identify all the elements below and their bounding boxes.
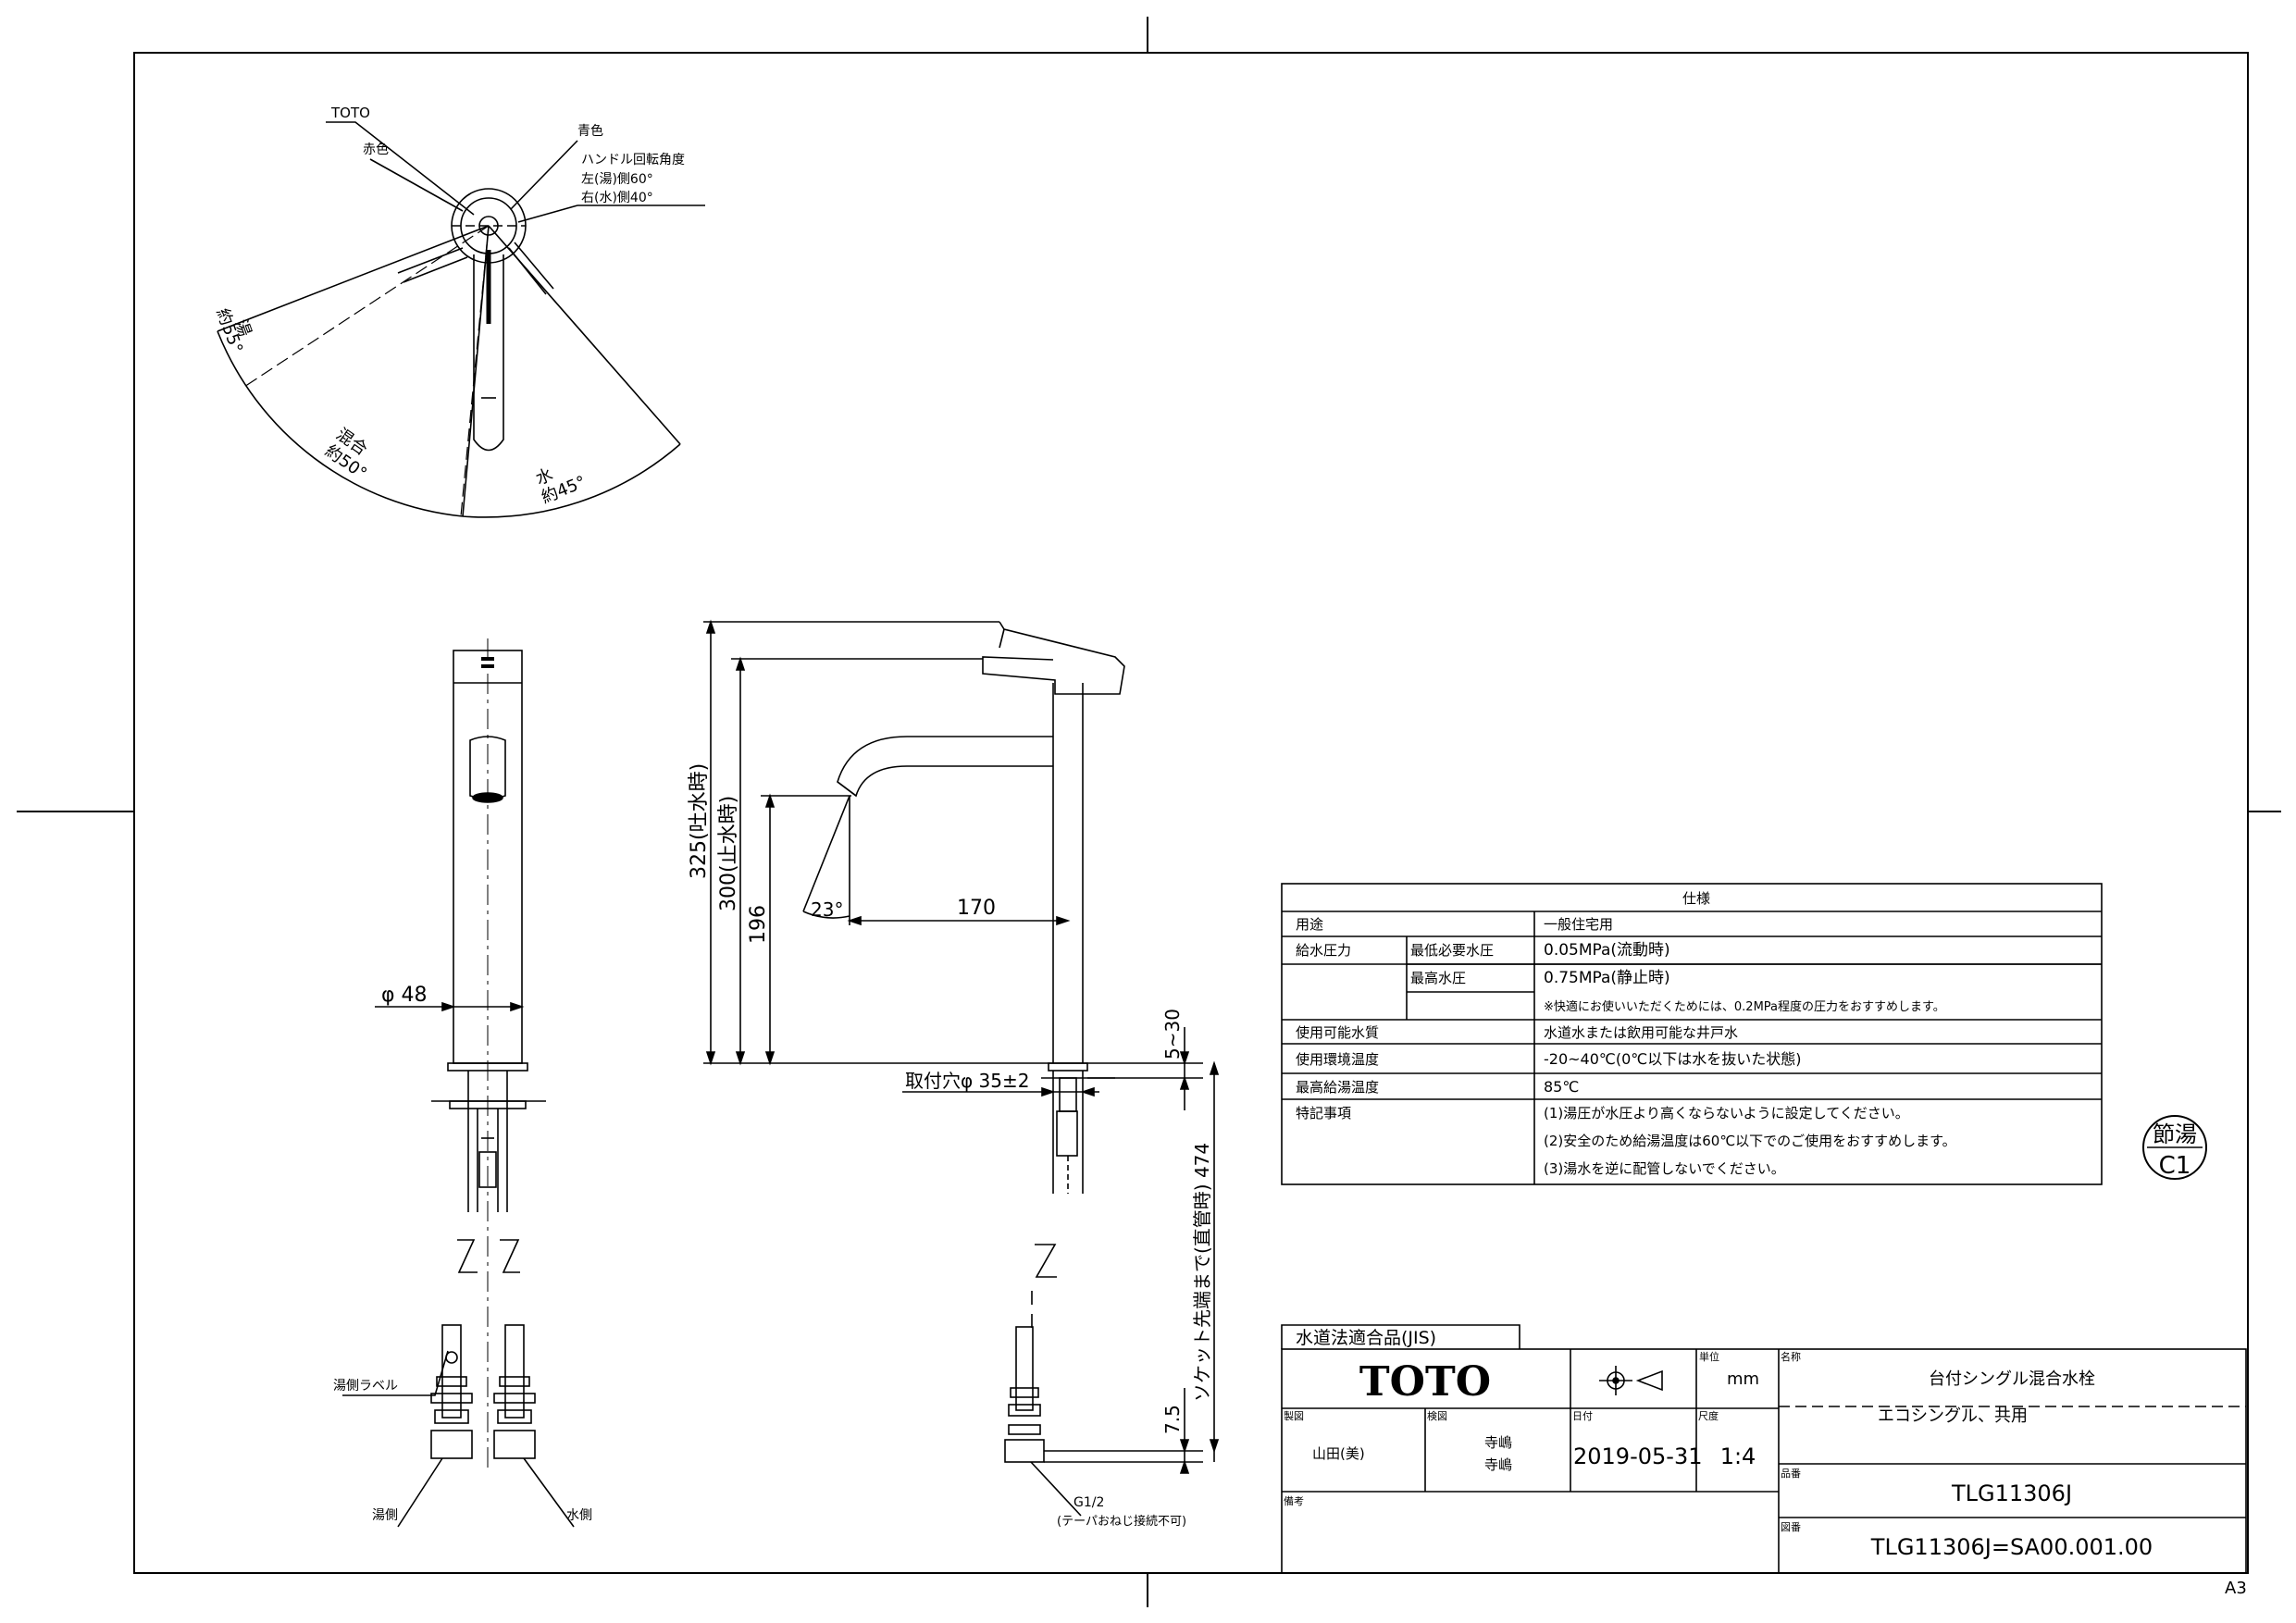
diameter-48-label: φ 48 [381, 984, 428, 1007]
spec-row-4-value: 水道水または飲用可能な井戸水 [1544, 1024, 1738, 1041]
checker-1: 寺嶋 [1484, 1434, 1512, 1451]
hot-label-tag: 湯側ラベル [333, 1378, 398, 1394]
dim-23-label: 23° [811, 898, 843, 921]
blue-label: 青色 [577, 123, 603, 139]
spec-title: 仕様 [1682, 890, 1710, 907]
model-label: 品番 [1781, 1468, 1801, 1480]
thread-label: G1/2 [1074, 1495, 1104, 1510]
scale-label: 尺度 [1698, 1409, 1719, 1422]
cold-side-label: 水側 [566, 1508, 592, 1523]
spec-row-1-label: 給水圧力 [1296, 942, 1351, 959]
spec-row-1-sub: 最低必要水圧 [1410, 942, 1494, 959]
dim-170-label: 170 [957, 897, 996, 920]
checker-label: 検図 [1427, 1409, 1447, 1422]
spec-row-2-sub: 最高水圧 [1410, 970, 1466, 986]
badge-top: 節湯 [2153, 1121, 2197, 1147]
dim-300-label: 300(止水時) [717, 796, 740, 911]
dim-196-label: 196 [747, 905, 770, 944]
top-view [217, 121, 705, 518]
dim-325-label: 325(吐水時) [688, 763, 711, 879]
mounting-hole-label: 取付穴φ 35±2 [905, 1070, 1029, 1092]
drawing-number: TLG11306J=SA00.001.00 [1870, 1534, 2153, 1560]
note-label: 備考 [1284, 1495, 1304, 1507]
hot-side-label: 湯側 [372, 1507, 398, 1523]
title-block [1281, 1324, 2247, 1574]
drawing-label: 図番 [1781, 1521, 1801, 1533]
scale-value: 1:4 [1720, 1443, 1756, 1469]
unit-label: 単位 [1699, 1350, 1719, 1363]
date-label: 日付 [1572, 1410, 1593, 1422]
spec-row-5-value: -20~40℃(0℃以下は水を抜いた状態) [1544, 1050, 1802, 1068]
handle-angle-title: ハンドル回転角度 [581, 153, 685, 167]
spec-row-5-label: 使用環境温度 [1296, 1051, 1379, 1068]
badge-bottom: C1 [2159, 1152, 2191, 1180]
name-label: 名称 [1781, 1350, 1801, 1363]
sheet-border [17, 17, 2281, 1607]
spec-table-text: 仕様 用途 一般住宅用 給水圧力 最低必要水圧 0.05MPa(流動時) 最高水… [1296, 890, 1956, 1177]
side-view-labels: 325(吐水時) 300(止水時) 196 23° 170 5~30 取付穴φ … [688, 763, 1213, 1529]
spec-row-2-value: 0.75MPa(静止時) [1544, 969, 1670, 987]
designer-name: 山田(美) [1312, 1445, 1365, 1462]
dim-7-5-label: 7.5 [1161, 1405, 1184, 1434]
socket-length-label: ソケット先端まで(直管時) 474 [1191, 1143, 1213, 1402]
spec-row-7-label: 特記事項 [1296, 1105, 1351, 1121]
spec-row-0-value: 一般住宅用 [1544, 916, 1613, 933]
date-value: 2019-05-31 [1573, 1443, 1702, 1469]
top-brand-label: TOTO [330, 105, 370, 121]
title-block-text: 水道法適合品(JIS) TOTO 単位 mm 名称 台付シングル混合水栓 エコシ… [1284, 1328, 2153, 1560]
spec-table [1281, 883, 2103, 1185]
spec-row-4-label: 使用可能水質 [1296, 1024, 1379, 1041]
side-view [703, 619, 1220, 1517]
checker-2: 寺嶋 [1484, 1456, 1512, 1473]
unit-value: mm [1727, 1369, 1759, 1389]
thread-note: (テーパおねじ接続不可) [1057, 1514, 1186, 1529]
sheet-size: A3 [2225, 1579, 2247, 1598]
front-view [342, 638, 575, 1528]
spec-row-1-value: 0.05MPa(流動時) [1544, 941, 1670, 960]
spec-row-6-value: 85℃ [1544, 1078, 1579, 1096]
designer-label: 製図 [1284, 1409, 1304, 1422]
toto-logo: TOTO [1359, 1358, 1491, 1406]
spec-row-9-value: (3)湯水を逆に配管しないでください。 [1544, 1160, 1785, 1177]
dim-5-30-label: 5~30 [1161, 1009, 1184, 1059]
name-line1: 台付シングル混合水栓 [1929, 1369, 2095, 1389]
front-view-labels: φ 48 湯側ラベル 湯側 水側 [333, 984, 592, 1523]
jis-label: 水道法適合品(JIS) [1296, 1328, 1436, 1348]
model-value: TLG11306J [1951, 1481, 2072, 1506]
spec-row-3-value: ※快適にお使いいただくためには、0.2MPa程度の圧力をおすすめします。 [1544, 999, 1945, 1014]
handle-right-angle: 右(水)側40° [581, 191, 653, 205]
handle-left-angle: 左(湯)側60° [581, 171, 653, 187]
spec-row-8-value: (2)安全のため給湯温度は60℃以下でのご使用をおすすめします。 [1544, 1133, 1956, 1149]
red-label: 赤色 [363, 142, 389, 157]
top-view-labels: TOTO 赤色 青色 ハンドル回転角度 左(湯)側60° 右(水)側40° 湯 … [212, 105, 685, 508]
spec-row-6-label: 最高給湯温度 [1296, 1079, 1379, 1096]
eco-badge: 節湯 C1 [2142, 1115, 2207, 1180]
spec-row-7-value: (1)湯圧が水圧より高くならないように設定してください。 [1544, 1105, 1909, 1121]
spec-row-0-label: 用途 [1296, 916, 1323, 933]
name-line2: エコシングル、共用 [1878, 1406, 2028, 1426]
